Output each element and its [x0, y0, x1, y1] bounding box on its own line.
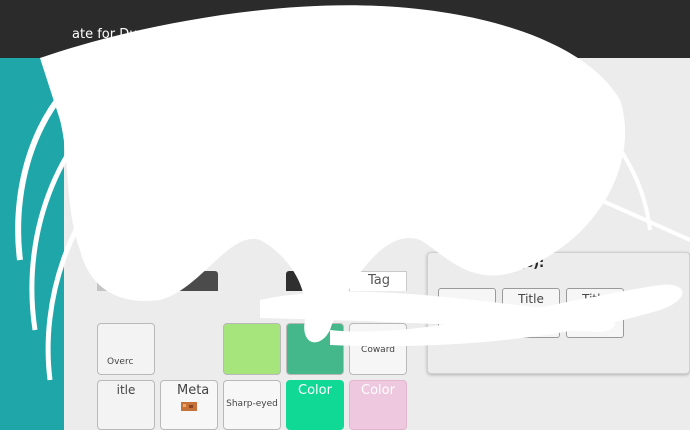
trade-item-name: Excuse — [515, 309, 547, 319]
special-slot-label: md — [305, 213, 323, 226]
xp-efficiency-label: XP Efficiency 100% — [404, 98, 529, 113]
tab-title[interactable] — [97, 271, 155, 291]
trade-item-name: Slim Donut — [442, 309, 492, 319]
trade-item-name: Shapeshif... — [568, 309, 622, 319]
tab-dark[interactable] — [160, 271, 218, 291]
tab-color[interactable]: Color — [286, 271, 344, 291]
banner-tail-text: est? — [289, 139, 323, 155]
inventory-item-metal[interactable]: Meta — [160, 380, 218, 430]
xp-efficiency-bar: XP Efficiency 100% — [370, 96, 550, 116]
inventory-color-bright-green[interactable]: Color — [286, 380, 344, 430]
trade-item[interactable]: Title Excuse — [502, 288, 560, 338]
loot-box-link[interactable]: Loot Box — [211, 27, 269, 42]
left-edge-background — [0, 58, 68, 430]
item-label: Color — [298, 383, 332, 398]
svg-text:CREW: CREW — [377, 128, 403, 137]
inventory-item-title[interactable]: itle — [97, 380, 155, 430]
inventory-color-pink[interactable]: Color — [349, 380, 407, 430]
trade-item[interactable]: Slim Donut — [438, 288, 496, 338]
item-label: Coward — [361, 345, 395, 355]
inventory-tag-coward[interactable]: Coward — [349, 323, 407, 375]
inventory-color-light-green[interactable] — [223, 323, 281, 375]
announcement-suffix: FREE! — [268, 27, 311, 42]
item-label: itle — [116, 383, 136, 397]
banner-text: [Member] <So — [86, 139, 188, 155]
column-header-special: Special — [296, 184, 353, 200]
xp-progress-bar: XP / 875,000 XP — [77, 96, 314, 116]
trade-item-type: Title — [518, 292, 544, 306]
announcement-prefix: ate for Dunand get a — [72, 27, 212, 42]
trade-item[interactable]: Title Shapeshif... — [566, 288, 624, 338]
trade-items-label: Item(s): — [486, 256, 545, 271]
item-label: Sharp-eyed — [226, 399, 278, 409]
column-header-tag: Ta — [179, 184, 197, 200]
member-banner: [Member] <So est? — [77, 125, 363, 173]
tab-tag[interactable]: Tag — [349, 271, 407, 291]
inventory-item-overc[interactable]: Overc — [97, 323, 155, 375]
inventory-color-mid-green[interactable] — [286, 323, 344, 375]
item-label: Color — [361, 383, 395, 398]
item-label: Overc — [107, 357, 134, 367]
sword-icon — [305, 231, 326, 255]
inventory-item-sharp-eyed[interactable]: Sharp-eyed — [223, 380, 281, 430]
item-label: Meta — [177, 383, 210, 398]
column-header-title: Title — [113, 184, 149, 200]
xp-progress-label: XP / 875,000 XP — [169, 98, 274, 113]
crew-badge-icon: CREW — [372, 125, 408, 167]
history-link[interactable]: History — [246, 75, 286, 88]
equipped-title-slot[interactable] — [97, 204, 155, 256]
announcement-text: ate for Dunand get a Loot Box FREE! — [72, 27, 310, 42]
tab-tag-label: Tag — [368, 273, 391, 288]
tab-color-label: Color — [298, 273, 332, 288]
metal-icon — [181, 402, 197, 411]
page-title: Trading System — [72, 66, 235, 90]
equipped-special-slot[interactable]: md — [286, 204, 344, 256]
trade-item-type: Title — [582, 292, 608, 306]
equipped-tag-slot[interactable] — [160, 204, 218, 256]
